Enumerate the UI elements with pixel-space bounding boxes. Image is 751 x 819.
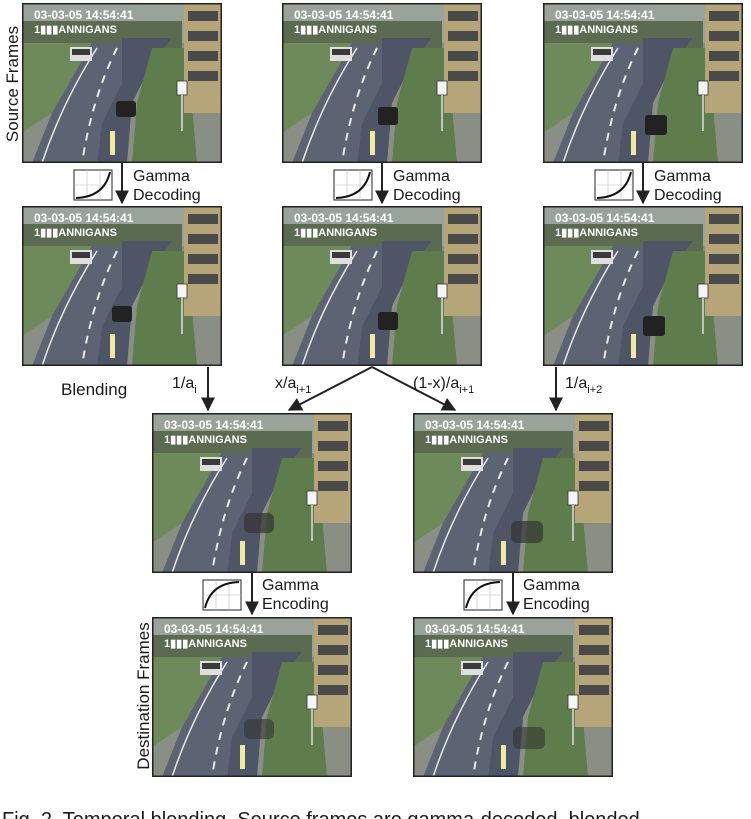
frame-caption: 1▮▮▮ANNIGANS [425,434,508,446]
encoding-label-line1: Gamma [523,577,580,594]
source-frame-3: 03-03-05 14:54:41 1▮▮▮ANNIGANS [542,2,744,164]
frame-timestamp: 03-03-05 14:54:41 [34,8,134,22]
frame-caption: 1▮▮▮ANNIGANS [555,227,638,239]
destination-frame-2: 03-03-05 14:54:41 1▮▮▮ANNIGANS [412,616,614,778]
linear-frame-2: 03-03-05 14:54:41 1▮▮▮ANNIGANS [281,205,483,367]
gamma-decoding-icon [594,169,634,201]
frame-caption: 1▮▮▮ANNIGANS [34,24,117,36]
weight-label-2: x/ai+1 [275,375,311,396]
encoding-label-line2: Encoding [262,596,329,613]
blended-frame-2: 03-03-05 14:54:41 1▮▮▮ANNIGANS [412,412,614,574]
decoding-label-line1: Gamma [133,168,190,185]
frame-caption: 1▮▮▮ANNIGANS [555,24,638,36]
frame-caption: 1▮▮▮ANNIGANS [425,638,508,650]
destination-frame-1: 03-03-05 14:54:41 1▮▮▮ANNIGANS [151,616,353,778]
source-frame-2: 03-03-05 14:54:41 1▮▮▮ANNIGANS [281,2,483,164]
frame-timestamp: 03-03-05 14:54:41 [164,622,264,636]
blend-arrow-3 [371,366,457,411]
frame-timestamp: 03-03-05 14:54:41 [555,8,655,22]
gamma-encoding-icon [463,579,503,611]
encoding-label-line1: Gamma [262,577,319,594]
blending-label: Blending [61,380,127,399]
frame-timestamp: 03-03-05 14:54:41 [425,622,525,636]
gamma-encoding-icon [202,579,242,611]
decoding-label-line2: Decoding [654,187,722,204]
frame-timestamp: 03-03-05 14:54:41 [555,211,655,225]
decoding-label-line2: Decoding [133,187,201,204]
frame-timestamp: 03-03-05 14:54:41 [425,418,525,432]
destination-frames-label: Destination Frames [134,622,153,769]
blended-frame-1: 03-03-05 14:54:41 1▮▮▮ANNIGANS [151,412,353,574]
frame-caption: 1▮▮▮ANNIGANS [294,227,377,239]
gamma-decoding-icon [73,169,113,201]
frame-caption: 1▮▮▮ANNIGANS [294,24,377,36]
decoding-label-line1: Gamma [654,168,711,185]
frame-timestamp: 03-03-05 14:54:41 [294,8,394,22]
frame-timestamp: 03-03-05 14:54:41 [294,211,394,225]
decoding-label-line2: Decoding [393,187,461,204]
frame-timestamp: 03-03-05 14:54:41 [164,418,264,432]
blend-arrow-2 [287,366,373,411]
frame-caption: 1▮▮▮ANNIGANS [34,227,117,239]
weight-label-3: (1-x)/ai+1 [413,375,474,396]
figure-caption: Fig. 2. Temporal blending. Source frames… [2,809,640,819]
weight-label-4: 1/ai+2 [565,375,602,396]
linear-frame-1: 03-03-05 14:54:41 1▮▮▮ANNIGANS [21,205,223,367]
encoding-label-line2: Encoding [523,596,590,613]
weight-label-1: 1/ai [172,375,197,396]
linear-frame-3: 03-03-05 14:54:41 1▮▮▮ANNIGANS [542,205,744,367]
source-frame-1: 03-03-05 14:54:41 1▮▮▮ANNIGANS [21,2,223,164]
frame-caption: 1▮▮▮ANNIGANS [164,434,247,446]
gamma-decoding-icon [333,169,373,201]
source-frames-label: Source Frames [3,26,22,142]
frame-timestamp: 03-03-05 14:54:41 [34,211,134,225]
decoding-label-line1: Gamma [393,168,450,185]
frame-caption: 1▮▮▮ANNIGANS [164,638,247,650]
